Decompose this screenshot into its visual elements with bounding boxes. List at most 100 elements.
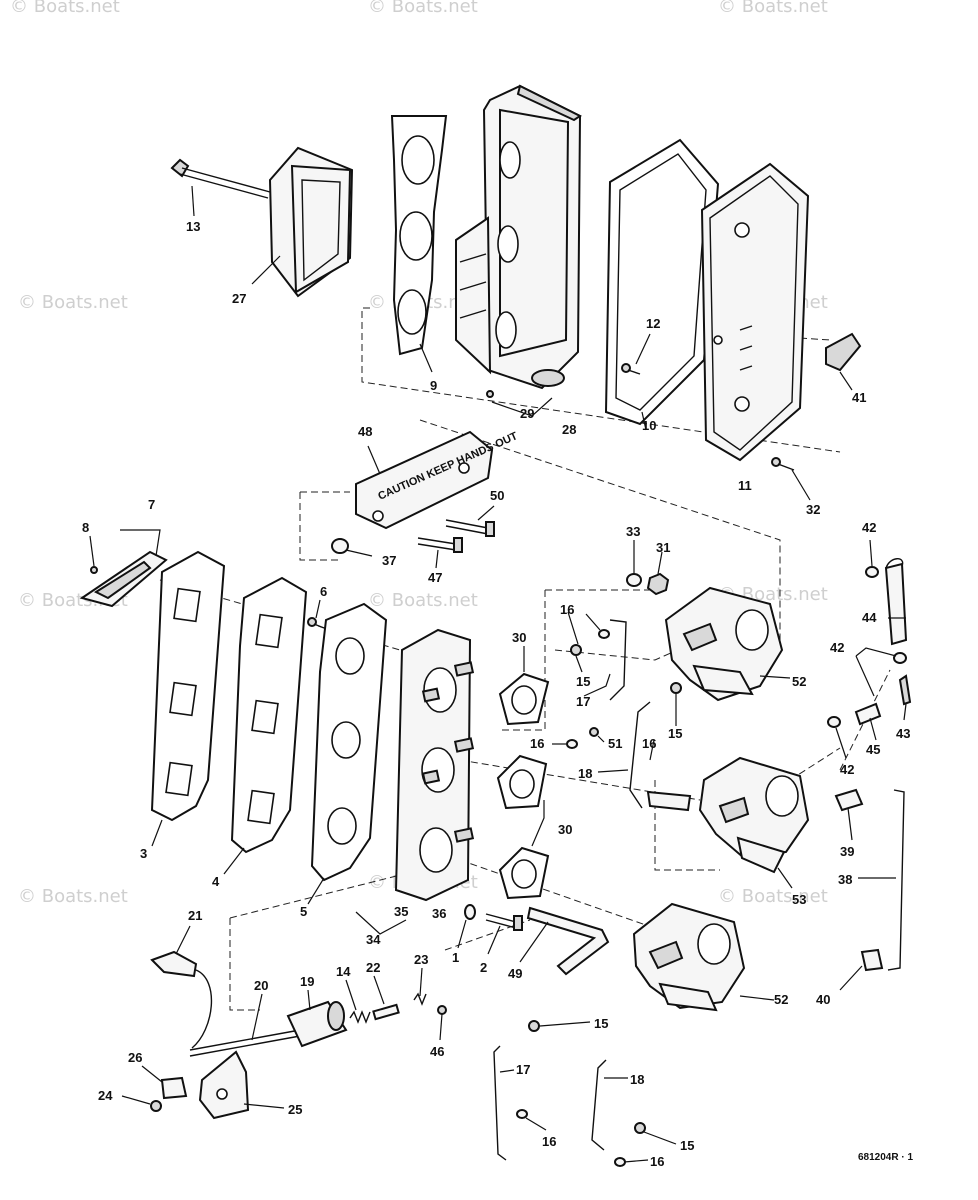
callout-24: 24 — [98, 1088, 113, 1103]
callout-28: 28 — [562, 422, 576, 437]
part-21-sensor — [150, 950, 213, 1049]
callout-36: 36 — [432, 906, 446, 921]
part-14-spring — [349, 1010, 371, 1024]
part-42-clamp — [827, 716, 841, 728]
part-51-screw — [589, 727, 599, 737]
callout-43: 43 — [896, 726, 910, 741]
part-17-link-rod — [493, 1045, 507, 1161]
part-7-reed-valve — [79, 550, 168, 608]
part-16-clip — [614, 1157, 626, 1167]
leader-lines — [89, 185, 907, 1163]
part-29-screw — [486, 390, 494, 398]
callout-38: 38 — [838, 872, 852, 887]
callout-15: 15 — [594, 1016, 608, 1031]
part-45-hose — [854, 702, 882, 726]
callout-22: 22 — [366, 960, 380, 975]
part-12-screw — [621, 363, 641, 375]
callout-46: 46 — [430, 1044, 444, 1059]
callout-18: 18 — [630, 1072, 644, 1087]
part-15-clip — [570, 644, 582, 656]
callout-16: 16 — [650, 1154, 664, 1169]
part-40-clip — [860, 948, 884, 972]
callout-3: 3 — [140, 846, 147, 861]
part-25-bracket — [198, 1050, 250, 1120]
callout-27: 27 — [232, 291, 246, 306]
part-4-gasket — [230, 576, 308, 854]
callout-14: 14 — [336, 964, 351, 979]
part-39-fitting — [834, 788, 864, 812]
callout-15: 15 — [576, 674, 590, 689]
callout-12: 12 — [646, 316, 660, 331]
part-32-screw — [771, 457, 795, 471]
part-15-clip — [634, 1122, 646, 1134]
callout-44: 44 — [862, 610, 877, 625]
callout-33: 33 — [626, 524, 640, 539]
part-24-screw — [150, 1100, 162, 1112]
part-18-link-rod — [591, 1059, 607, 1151]
callout-53: 53 — [792, 892, 806, 907]
callout-42: 42 — [840, 762, 854, 777]
callout-37: 37 — [382, 553, 396, 568]
callout-16: 16 — [530, 736, 544, 751]
part-6-screw — [307, 617, 325, 629]
part-2-bolt — [485, 913, 523, 931]
part-33-washer — [626, 573, 642, 587]
callout-16: 16 — [542, 1134, 556, 1149]
part-16-clip — [516, 1109, 528, 1119]
callout-17: 17 — [516, 1062, 530, 1077]
callout-32: 32 — [806, 502, 820, 517]
part-18-link-rod — [629, 701, 651, 809]
part-19-solenoid — [286, 1000, 348, 1048]
callout-31: 31 — [656, 540, 670, 555]
watermark: © Boats.net — [368, 0, 478, 17]
callout-16: 16 — [560, 602, 574, 617]
part-30-gasket — [498, 672, 550, 726]
part-16-clip — [566, 739, 578, 749]
callout-1: 1 — [452, 950, 459, 965]
part-52-carburetor-upper — [664, 586, 784, 702]
watermark: © Boats.net — [18, 886, 128, 907]
part-43-fitting — [898, 674, 912, 706]
callout-18: 18 — [578, 766, 592, 781]
part-5-gasket — [310, 602, 388, 882]
watermark: © Boats.net — [718, 886, 828, 907]
part-17-link-rod — [609, 619, 627, 701]
callout-4: 4 — [212, 874, 220, 889]
callout-42: 42 — [830, 640, 844, 655]
part-20-rod — [189, 1029, 301, 1057]
part-13-bolt — [170, 158, 271, 199]
callout-30: 30 — [512, 630, 526, 645]
drawing-number: 681204R · 1 — [858, 1152, 913, 1163]
callout-48: 48 — [358, 424, 372, 439]
part-3-gasket — [150, 550, 226, 822]
part-23-spring — [413, 992, 427, 1006]
callout-7: 7 — [148, 497, 155, 512]
callout-5: 5 — [300, 904, 307, 919]
callout-25: 25 — [288, 1102, 302, 1117]
callout-35: 35 — [394, 904, 408, 919]
part-52-carburetor-lower — [632, 902, 746, 1012]
callout-19: 19 — [300, 974, 314, 989]
part-46-nut — [437, 1005, 447, 1015]
callout-17: 17 — [576, 694, 590, 709]
part-22-pin — [372, 1003, 400, 1021]
part-15-clip — [528, 1020, 540, 1032]
part-28-intake-manifold — [455, 84, 582, 390]
part-1-washer — [464, 904, 476, 920]
callout-40: 40 — [816, 992, 830, 1007]
callout-34: 34 — [366, 932, 381, 947]
callout-6: 6 — [320, 584, 327, 599]
part-10-gasket — [604, 138, 720, 426]
callout-8: 8 — [82, 520, 89, 535]
callout-16: 16 — [642, 736, 656, 751]
part-16-clip — [598, 629, 610, 639]
part-38-rod — [887, 789, 905, 971]
callout-47: 47 — [428, 570, 442, 585]
callout-20: 20 — [254, 978, 268, 993]
callout-26: 26 — [128, 1050, 142, 1065]
part-49-hose — [526, 906, 610, 976]
callout-11: 11 — [738, 478, 752, 493]
callout-52: 52 — [774, 992, 788, 1007]
part-42-clamp — [865, 566, 879, 578]
